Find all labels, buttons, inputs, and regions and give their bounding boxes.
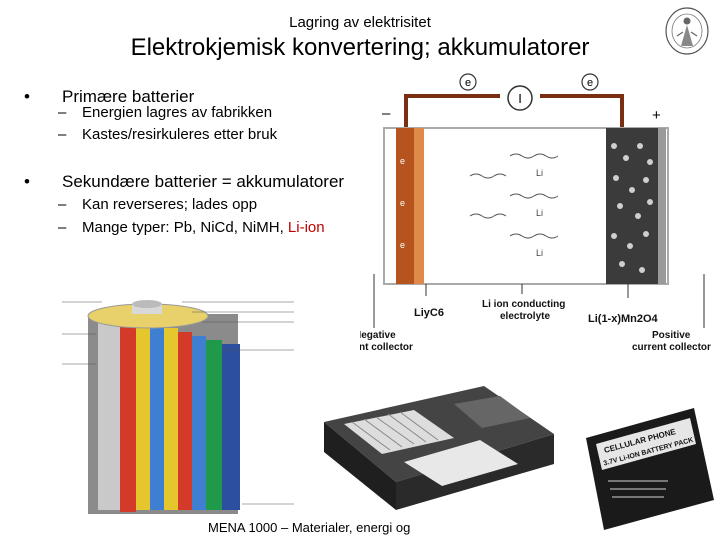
bullet-dot: • <box>24 172 30 191</box>
bullet-primary-text: Primære batterier <box>62 87 195 106</box>
electrolyte-label: electrolyte <box>500 311 550 322</box>
slide-supertitle: Lagring av elektrisitet <box>289 14 431 31</box>
electrolyte-label: Li ion conducting <box>482 299 565 310</box>
sub-bullet: –Kan reverseres; lades opp <box>58 196 258 213</box>
bullet-secondary-text: Sekundære batterier = akkumulatorer <box>62 172 345 191</box>
ion-label: Li <box>536 208 543 218</box>
cathode-collector <box>658 128 666 284</box>
leader-lines <box>373 274 705 328</box>
cathode-particles <box>611 143 653 273</box>
sub-bullet: –Mange typer: Pb, NiCd, NiMH, Li-ion <box>58 219 325 236</box>
ion-label: Li <box>536 168 543 178</box>
sub-bullet-text: Kan reverseres; lades opp <box>82 196 258 213</box>
electron-label: e <box>587 77 593 89</box>
sub-bullet-text: Kastes/resirkuleres etter bruk <box>82 126 278 143</box>
electron-label: e <box>400 156 405 166</box>
footer-course-text: MENA 1000 – Materialer, energi og <box>208 520 411 535</box>
li-ion-highlight: Li-ion <box>287 219 325 236</box>
anode-layer <box>414 128 424 284</box>
electron-label: e <box>400 240 405 250</box>
positive-collector-label: current collector <box>632 342 711 353</box>
sub-bullet-text: Mange typer: Pb, NiCd, NiMH, <box>82 219 288 236</box>
negative-collector-label: Negative <box>360 330 396 341</box>
cylindrical-cell-cutaway-image <box>62 300 294 514</box>
positive-collector-label: Positive <box>652 330 691 341</box>
electron-icon <box>459 73 477 91</box>
anode-collector <box>396 128 414 284</box>
meter-label: I <box>518 91 522 106</box>
cathode-material <box>606 128 658 284</box>
ion-label: Li <box>536 248 543 258</box>
phone-battery-image: CELLULAR PHONE 3.7V Li-ION BATTERY PACK <box>586 408 714 530</box>
cathode-formula: Li(1-x)Mn2O4 <box>588 313 659 325</box>
anode-formula: LiyC6 <box>414 307 444 319</box>
plus-sign: + <box>652 107 661 124</box>
electron-label: e <box>465 77 471 89</box>
li-ion-cell-diagram: I e e – + e e e Li Li Li Li ion conducti… <box>360 73 711 353</box>
minus-sign: – <box>382 105 391 122</box>
current-meter-icon <box>507 85 533 111</box>
negative-collector-label: current collector <box>360 342 413 353</box>
university-seal-icon <box>665 7 709 55</box>
sub-bullet-text: Energien lagres av fabrikken <box>82 104 273 121</box>
ion-flow-arrows <box>469 153 559 239</box>
electron-icon <box>581 73 599 91</box>
ev-battery-pack-image <box>324 386 554 510</box>
bullet-secondary: • Sekundære batterier = akkumulatorer <box>24 172 345 192</box>
cell-casing <box>383 127 669 285</box>
bullet-primary: • Primære batterier <box>24 87 195 107</box>
sub-bullet: –Energien lagres av fabrikken <box>58 104 273 121</box>
electron-label: e <box>400 198 405 208</box>
slide-title: Elektrokjemisk konvertering; akkumulator… <box>130 34 590 61</box>
bullet-dot: • <box>24 87 30 106</box>
sub-bullet: –Kastes/resirkuleres etter bruk <box>58 126 278 143</box>
